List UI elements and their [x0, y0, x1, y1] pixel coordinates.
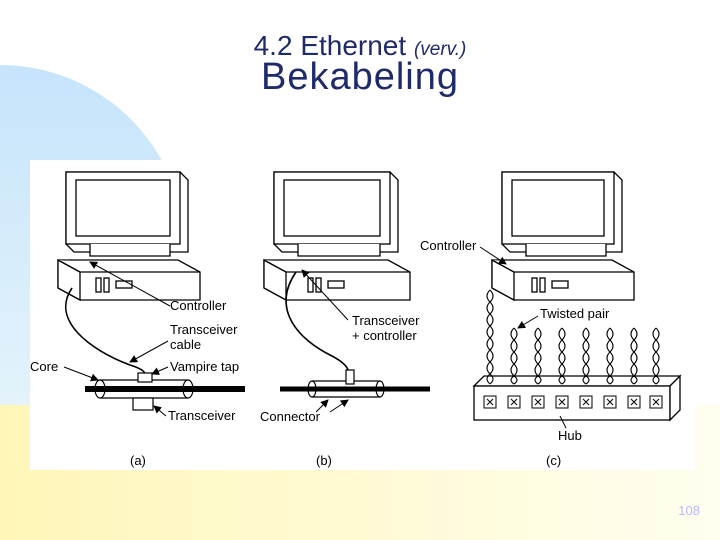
label-c-controller: Controller	[420, 238, 477, 253]
panel-c: Controller Twisted pair Hub (c)	[420, 171, 682, 468]
label-a-transceiver: Transceiver	[168, 408, 236, 423]
label-b-transceiver-controller-1: Transceiver	[352, 313, 420, 328]
cabling-diagram: Controller Transceiver cable Core Vampir…	[30, 171, 682, 468]
twisted-pair-wire	[558, 327, 566, 385]
computer-a	[57, 171, 201, 302]
twisted-pair-wire	[652, 327, 660, 385]
computer-c	[491, 171, 635, 302]
caption-a: (a)	[130, 453, 146, 468]
label-a-transceiver-cable-1: Transceiver	[170, 322, 238, 337]
caption-c: (c)	[546, 453, 561, 468]
bnc-connector-b	[345, 369, 355, 385]
label-c-hub: Hub	[558, 428, 582, 443]
panel-a: Controller Transceiver cable Core Vampir…	[30, 171, 245, 468]
hub-c	[472, 374, 682, 422]
transceiver-box-a	[132, 397, 154, 411]
hub-port-mark	[606, 398, 614, 406]
ethernet-cabling-figure: Controller Transceiver cable Core Vampir…	[30, 160, 695, 470]
label-a-core: Core	[30, 359, 58, 374]
label-a-controller: Controller	[170, 298, 227, 313]
twisted-pair-wire	[534, 327, 542, 385]
hub-port-mark	[558, 398, 566, 406]
hub-port-mark	[486, 398, 494, 406]
twisted-pair-wire	[486, 289, 494, 385]
slide-title-main: 4.2 Ethernet	[253, 30, 407, 61]
twisted-pair-wire	[510, 327, 518, 385]
twisted-pair-wire	[558, 327, 566, 385]
label-a-transceiver-cable-2: cable	[170, 337, 201, 352]
slide-title: 4.2 Ethernet (verv.)	[0, 30, 720, 62]
twisted-pairs	[483, 289, 663, 409]
twisted-pair-wire	[630, 327, 638, 385]
hub-port-mark	[534, 398, 542, 406]
label-b-transceiver-controller-2: + controller	[352, 328, 417, 343]
twisted-pair-wire	[534, 327, 542, 385]
slide-title-suffix: (verv.)	[413, 39, 467, 60]
hub-port-mark	[652, 398, 660, 406]
twisted-pair-wire	[510, 327, 518, 385]
twisted-pair-wire	[652, 327, 660, 385]
hub-port-mark	[630, 398, 638, 406]
vampire-tap-a	[137, 372, 153, 383]
slide-subtitle: Bekabeling	[260, 56, 460, 98]
caption-b: (b)	[316, 453, 332, 468]
hub-port-mark	[510, 398, 518, 406]
twisted-pair-wire	[630, 327, 638, 385]
panel-b: Transceiver + controller Connector (b)	[260, 171, 430, 468]
twisted-pair-wire	[606, 327, 614, 385]
twisted-pair-wire	[582, 327, 590, 385]
label-b-connector: Connector	[260, 409, 321, 424]
label-c-twisted-pair: Twisted pair	[540, 306, 610, 321]
twisted-pair-wire	[582, 327, 590, 385]
label-a-vampire-tap: Vampire tap	[170, 359, 239, 374]
computer-b	[263, 171, 411, 302]
hub-port-mark	[582, 398, 590, 406]
page-number: 108	[678, 503, 700, 518]
twisted-pair-wire	[606, 327, 614, 385]
transceiver-cable-a	[65, 287, 146, 377]
